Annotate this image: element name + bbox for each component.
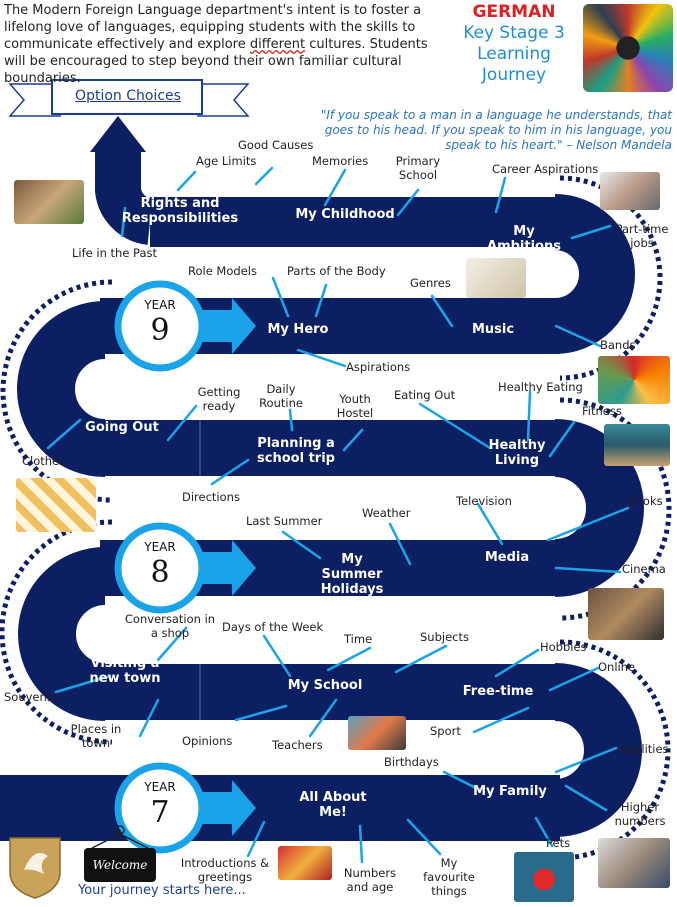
- label-hobbies: Hobbies: [540, 640, 587, 654]
- label-books: Books: [628, 494, 663, 508]
- title-line-2: Key Stage 3: [463, 23, 565, 43]
- year-8-label: YEAR: [144, 540, 176, 554]
- topic-media: Media: [484, 550, 530, 565]
- label-subjects: Subjects: [420, 630, 469, 644]
- pretzel-photo: [16, 478, 96, 532]
- label-teachers: Teachers: [272, 738, 323, 752]
- books-photo: [604, 424, 670, 466]
- label-last-summer: Last Summer: [246, 514, 323, 528]
- pets-photo: [598, 838, 670, 888]
- topic-my-childhood: My Childhood: [295, 207, 395, 222]
- label-genres: Genres: [410, 276, 451, 290]
- welcome-sign: Welcome: [84, 848, 156, 882]
- journey-starts-text: Your journey starts here...: [78, 883, 246, 898]
- topic-all-about-me: All About Me!: [299, 790, 367, 820]
- label-clothes: Clothes: [22, 454, 66, 468]
- label-higher-numbers: Higher numbers: [614, 800, 666, 828]
- label-healthy-eating: Healthy Eating: [498, 380, 583, 394]
- topic-my-school: My School: [287, 678, 363, 693]
- label-getting-ready: Getting ready: [197, 385, 241, 413]
- career-photo: [600, 172, 660, 210]
- label-places-in-town: Places in town: [70, 722, 122, 750]
- label-daily-routine: Daily Routine: [259, 382, 303, 410]
- label-opinions: Opinions: [182, 734, 233, 748]
- label-age-limits: Age Limits: [196, 154, 257, 168]
- label-cinema: Cinema: [622, 562, 666, 576]
- title-subject: GERMAN: [472, 2, 556, 22]
- label-role-models: Role Models: [188, 264, 257, 278]
- year-9-number: 9: [150, 313, 170, 348]
- label-days-of-the-week: Days of the Week: [222, 620, 324, 634]
- label-weather: Weather: [362, 506, 411, 520]
- topic-music: Music: [471, 322, 515, 337]
- cinema-laptop-photo: [588, 588, 664, 640]
- year-7-label: YEAR: [144, 780, 176, 794]
- topic-my-family: My Family: [473, 784, 547, 799]
- label-parts-of-the-body: Parts of the Body: [287, 264, 386, 278]
- page-title: GERMAN Key Stage 3 Learning Journey: [448, 2, 580, 86]
- label-pets: Pets: [546, 836, 571, 850]
- label-memories: Memories: [312, 154, 369, 168]
- topic-my-summer-holidays: My Summer Holidays: [320, 552, 384, 597]
- label-qualities: Qualities: [618, 742, 669, 756]
- life-in-the-past-photo: [14, 180, 84, 224]
- flags-globe-image: [583, 4, 673, 92]
- label-my-favourite-things: My favourite things: [423, 856, 475, 898]
- label-numbers-and-age: Numbers and age: [343, 866, 397, 894]
- label-online: Online: [598, 660, 636, 674]
- label-good-causes: Good Causes: [238, 138, 314, 152]
- topic-free-time: Free-time: [462, 684, 534, 699]
- label-career-aspirations: Career Aspirations: [492, 162, 599, 176]
- label-youth-hostel: Youth Hostel: [336, 392, 374, 420]
- topic-my-ambitions: My Ambitions: [487, 224, 561, 254]
- label-fitness: Fitness: [582, 404, 622, 418]
- fruit-vegetables-photo: [598, 356, 670, 404]
- label-life-in-the-past: Life in the Past: [72, 246, 158, 260]
- topic-healthy-living: Healthy Living: [488, 438, 546, 468]
- label-part-time-jobs: Part-time jobs: [615, 222, 669, 250]
- topic-visiting-new-town: Visiting a new town: [89, 656, 161, 686]
- label-souvenirs: Souvenirs: [4, 690, 61, 704]
- year-9-label: YEAR: [144, 298, 176, 312]
- option-choices-banner: Option Choices: [75, 88, 181, 104]
- title-line-4: Journey: [481, 65, 547, 85]
- family-heart-photo: [514, 852, 574, 902]
- label-birthdays: Birthdays: [384, 755, 439, 769]
- label-primary-school: Primary School: [395, 154, 441, 182]
- intro-text: The Modern Foreign Language department's…: [4, 3, 428, 86]
- label-conversation-in-a-shop: Conversation in a shop: [124, 612, 216, 640]
- genres-sheet-music-photo: [466, 258, 526, 298]
- greetings-photo: [278, 846, 332, 880]
- topic-going-out: Going Out: [85, 420, 159, 435]
- topic-rights-responsibilities: Rights and Responsibilities: [121, 196, 239, 226]
- title-line-3: Learning: [477, 44, 551, 64]
- label-bands: Bands: [600, 338, 636, 352]
- label-eating-out: Eating Out: [394, 388, 456, 402]
- label-aspirations: Aspirations: [346, 360, 411, 374]
- school-crest-logo: [10, 838, 60, 898]
- label-television: Television: [456, 494, 512, 508]
- label-sport: Sport: [430, 724, 461, 738]
- label-introductions-greetings: Introductions & greetings: [180, 856, 270, 884]
- year-8-number: 8: [150, 555, 170, 590]
- year-7-number: 7: [150, 795, 170, 830]
- mandela-quote: "If you speak to a man in a language he …: [320, 108, 672, 152]
- sport-photo: [348, 716, 406, 750]
- topic-my-hero: My Hero: [267, 322, 329, 337]
- topic-planning-school-trip: Planning a school trip: [257, 436, 335, 466]
- label-directions: Directions: [182, 490, 240, 504]
- label-time: Time: [344, 632, 373, 646]
